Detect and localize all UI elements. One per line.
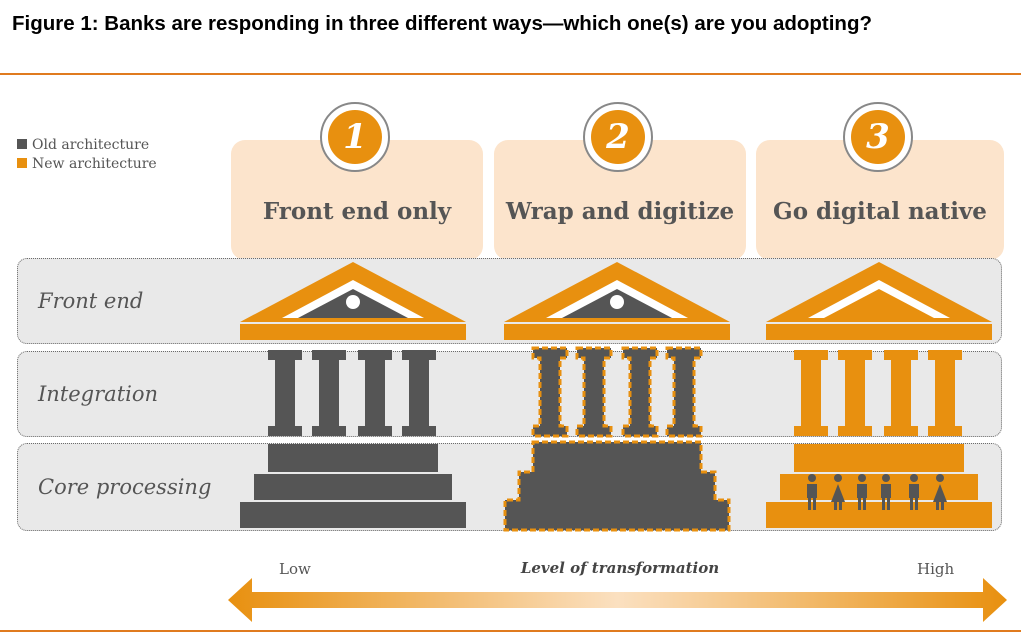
legend-item-new: New architecture [17,156,157,172]
number-badge-1-text: 1 [328,110,382,164]
layer-band-integration [17,351,1002,437]
layer-label-integration: Integration [38,382,159,406]
pediment-inner-3 [824,289,934,318]
axis-title: Level of transformation [520,559,720,577]
number-badge-2-text: 2 [591,110,645,164]
axis-low-label: Low [279,560,311,578]
legend-label-new: New architecture [32,156,157,172]
number-badge-3-text: 3 [851,110,905,164]
number-badge-1: 1 [320,102,390,172]
base-2 [503,440,731,532]
number-badge-3: 3 [843,102,913,172]
base-3 [766,444,992,528]
figure-title: Figure 1: Banks are responding in three … [12,12,872,35]
building-wrap-and-digitize [503,262,731,532]
approach-title-2: Wrap and digitize [505,198,735,225]
beam-1 [240,324,466,340]
top-rule [0,73,1021,75]
legend-item-old: Old architecture [17,137,149,153]
building-front-end-only [240,262,466,528]
approach-title-3: Go digital native [773,198,987,225]
legend-swatch-new [17,158,27,168]
building-go-digital-native [766,262,992,528]
columns-3 [794,350,962,436]
columns-1 [268,350,436,436]
bottom-rule [0,630,1021,632]
approach-title-1: Front end only [262,198,452,225]
window-icon-2 [610,295,624,309]
columns-2 [531,346,703,438]
legend-label-old: Old architecture [32,137,150,153]
layer-label-core-processing: Core processing [38,475,212,499]
beam-3 [766,324,992,340]
axis-high-label: High [917,560,955,578]
layer-label-front-end: Front end [38,289,144,313]
people-icon [807,474,947,510]
double-arrow-icon [228,578,1007,622]
beam-2 [504,324,730,340]
window-icon-1 [346,295,360,309]
legend-swatch-old [17,139,27,149]
base-1 [240,444,466,528]
number-badge-2: 2 [583,102,653,172]
